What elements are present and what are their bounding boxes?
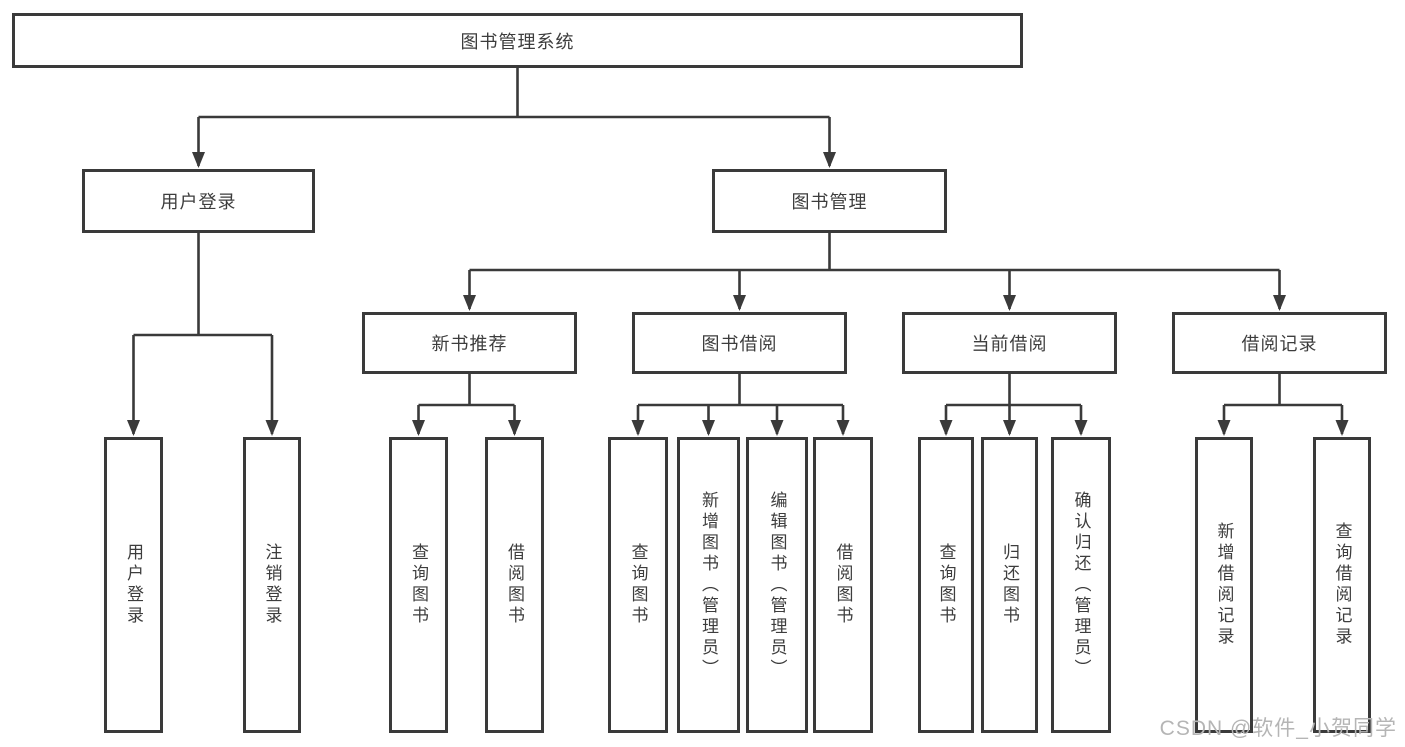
node-label: 用户登录 (160, 192, 237, 212)
node-leaf-logout: 注销登录 (243, 437, 301, 733)
node-borrow-records: 借阅记录 (1172, 312, 1387, 374)
connector-current-borrow (944, 374, 1083, 434)
node-nb-borrow-books: 借阅图书 (485, 437, 544, 733)
node-label: 注销登录 (262, 543, 282, 627)
arrowhead-icon (823, 152, 836, 168)
arrowhead-icon (631, 420, 645, 436)
arrowhead-icon (733, 295, 746, 311)
node-label: 借阅记录 (1241, 334, 1318, 354)
arrowhead-icon (412, 420, 425, 436)
node-root: 图书管理系统 (12, 13, 1023, 68)
arrowhead-icon (1273, 295, 1286, 311)
node-label: 借阅图书 (505, 543, 524, 627)
node-label: 编辑图书（管理员） (767, 490, 787, 680)
arrowhead-icon (463, 295, 476, 311)
node-nb-query-books: 查询图书 (389, 437, 448, 733)
node-br-query-record: 查询借阅记录 (1313, 437, 1371, 733)
arrowhead-icon (1335, 420, 1349, 436)
node-label: 图书借阅 (701, 334, 778, 354)
node-current-borrow: 当前借阅 (902, 312, 1117, 374)
connector-user-login (132, 233, 274, 434)
node-label: 新书推荐 (431, 334, 508, 354)
arrowhead-icon (1003, 420, 1016, 436)
node-cb-return-books: 归还图书 (981, 437, 1038, 733)
connector-new-book-rec (417, 374, 516, 434)
node-label: 查询图书 (409, 543, 428, 627)
node-label: 查询图书 (936, 543, 956, 627)
node-label: 图书管理 (791, 192, 868, 212)
node-bb-add-books-admin: 新增图书（管理员） (677, 437, 740, 733)
arrowhead-icon (702, 420, 715, 436)
connector-root (197, 68, 831, 166)
node-label: 新增借阅记录 (1214, 522, 1234, 648)
arrowhead-icon (770, 420, 784, 436)
node-label: 确认归还（管理员） (1071, 490, 1091, 680)
arrowhead-icon (939, 420, 953, 436)
arrowhead-icon (265, 420, 279, 436)
connector-book-borrow (636, 374, 845, 434)
node-label: 图书管理系统 (460, 31, 575, 52)
arrowhead-icon (192, 152, 205, 168)
csdn-watermark: CSDN @软件_小贺同学 (1159, 717, 1397, 740)
node-label: 当前借阅 (971, 334, 1048, 354)
node-label: 新增图书（管理员） (699, 490, 718, 680)
arrowhead-icon (836, 420, 850, 436)
arrowhead-icon (1003, 295, 1016, 311)
arrowhead-icon (508, 420, 521, 436)
connector-borrow-records (1222, 374, 1344, 434)
node-cb-query-books: 查询图书 (918, 437, 974, 733)
arrowhead-icon (1074, 420, 1088, 436)
node-user-login: 用户登录 (82, 169, 315, 233)
node-bb-borrow-books: 借阅图书 (813, 437, 873, 733)
node-book-borrow: 图书借阅 (632, 312, 847, 374)
arrowhead-icon (127, 420, 140, 436)
node-label: 查询图书 (628, 543, 648, 627)
node-book-mgmt: 图书管理 (712, 169, 947, 233)
node-new-book-rec: 新书推荐 (362, 312, 577, 374)
connector-book-mgmt (468, 233, 1281, 309)
node-bb-edit-books-admin: 编辑图书（管理员） (746, 437, 808, 733)
node-br-add-record: 新增借阅记录 (1195, 437, 1253, 733)
node-label: 借阅图书 (833, 543, 853, 627)
node-leaf-user-login: 用户登录 (104, 437, 163, 733)
node-label: 归还图书 (1000, 543, 1019, 627)
node-bb-query-books: 查询图书 (608, 437, 668, 733)
node-cb-confirm-return: 确认归还（管理员） (1051, 437, 1111, 733)
node-label: 用户登录 (124, 543, 143, 627)
arrowhead-icon (1217, 420, 1231, 436)
node-label: 查询借阅记录 (1332, 522, 1352, 648)
